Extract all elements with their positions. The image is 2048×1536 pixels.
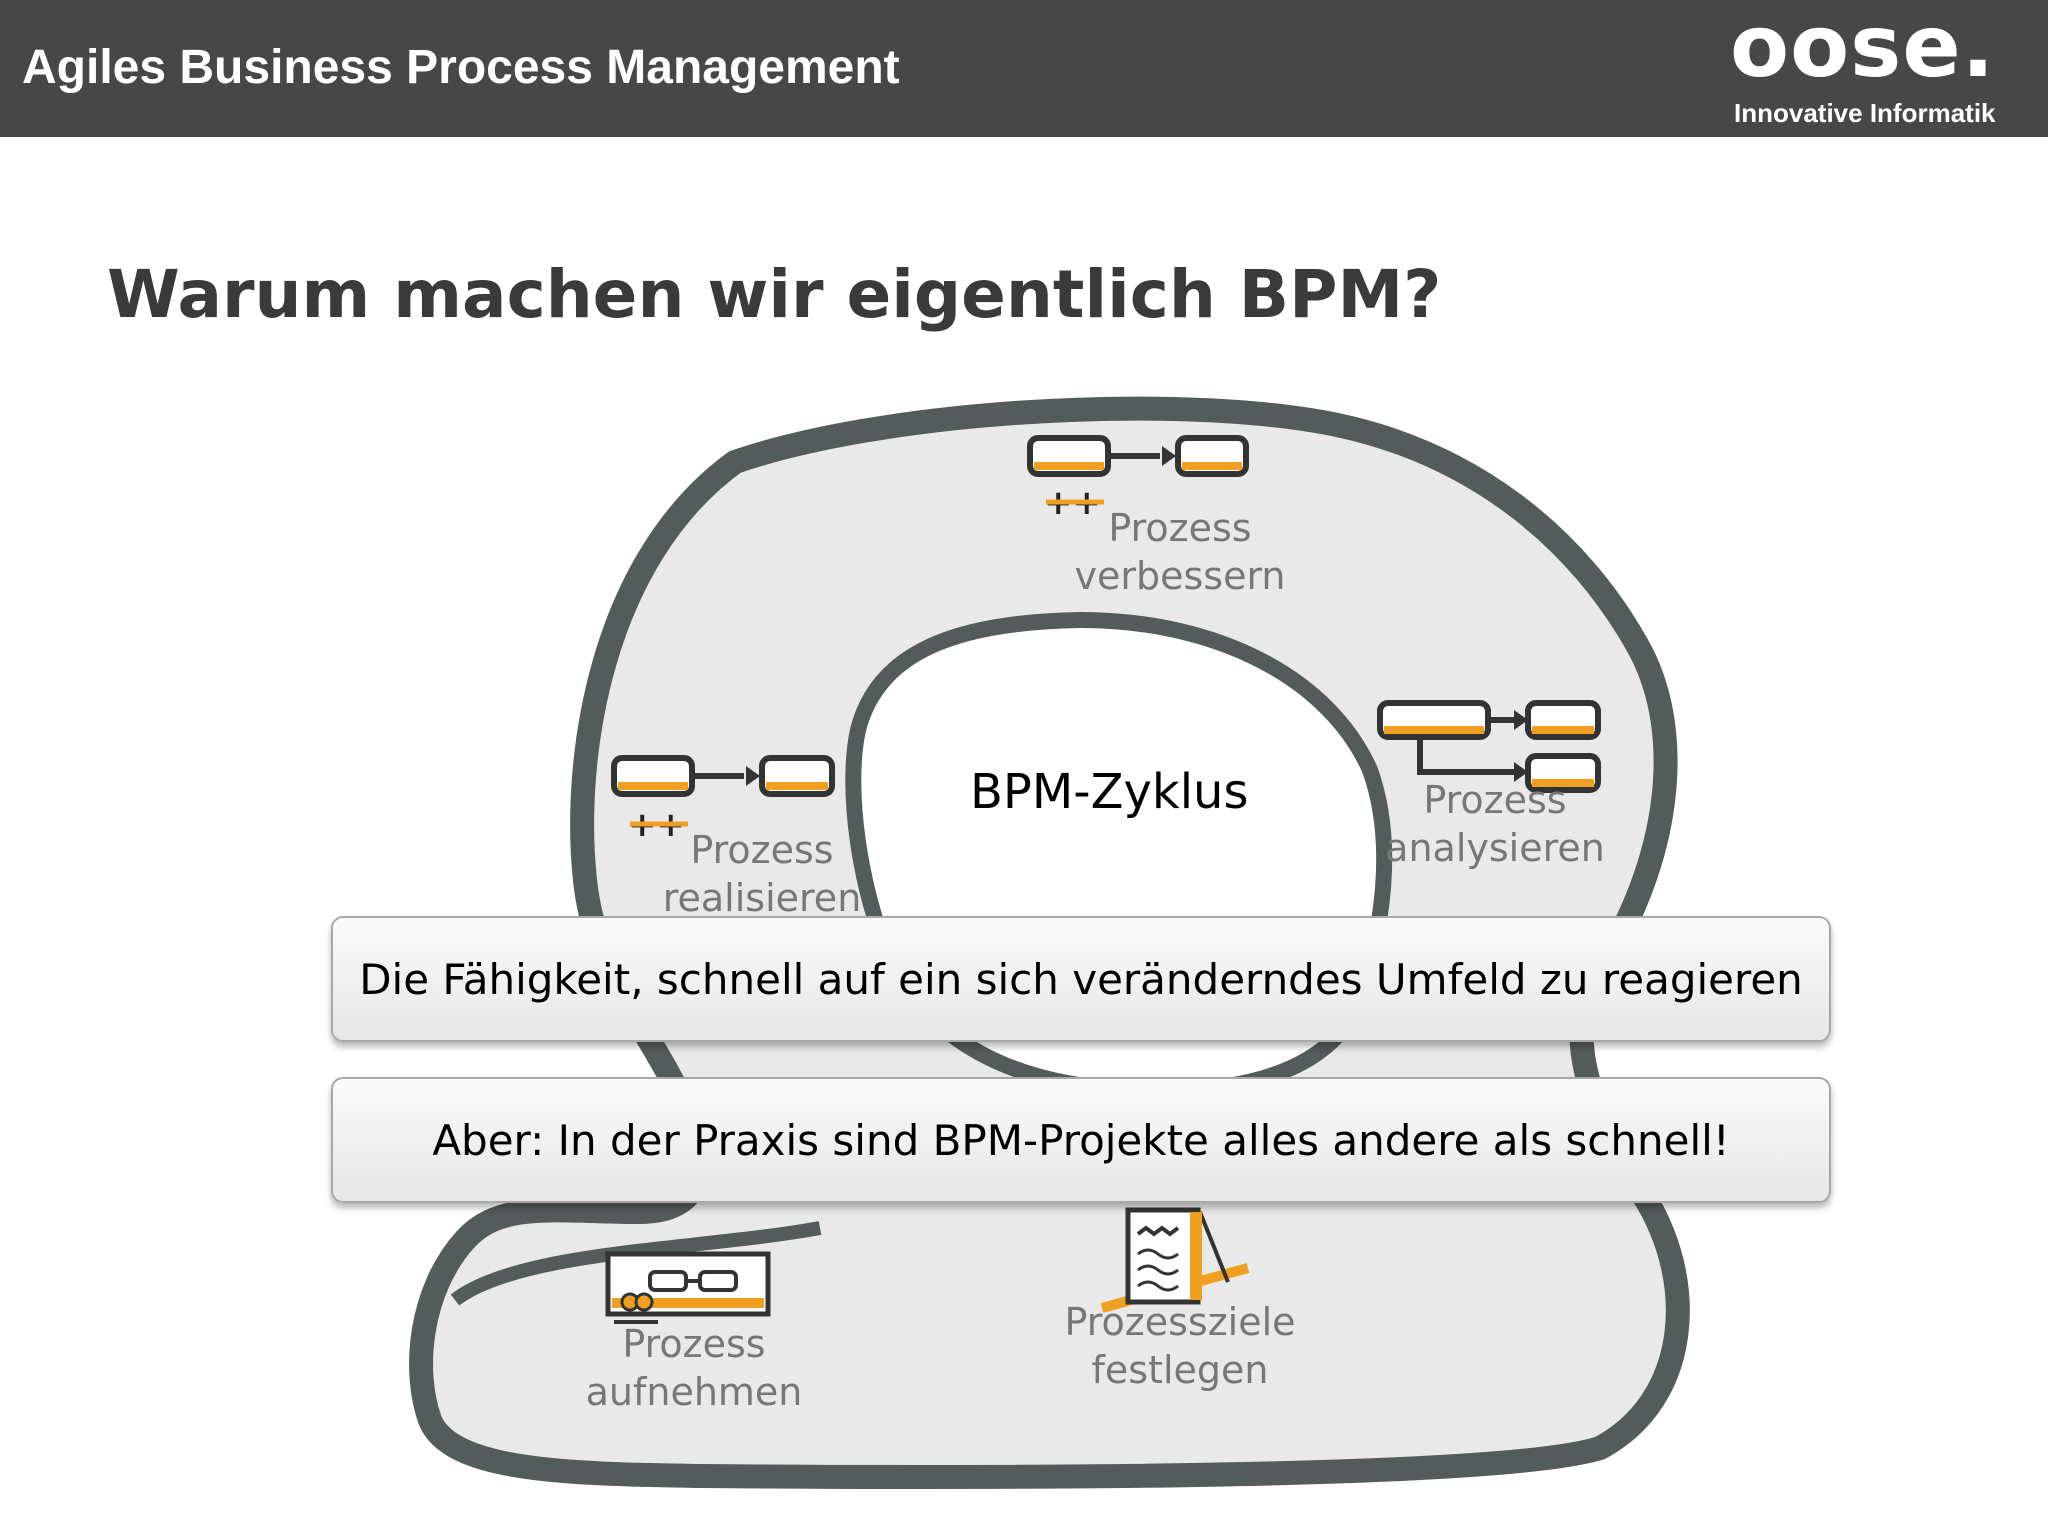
logo-wordmark: oose. bbox=[1730, 0, 1996, 97]
document-easel-icon bbox=[1100, 1207, 1250, 1313]
slide-title: Warum machen wir eigentlich BPM? bbox=[107, 256, 1442, 333]
process-improve-icon: ++ bbox=[1027, 435, 1249, 523]
oose-logo: oose. Innovative Informatik bbox=[1730, 4, 2030, 130]
header-bar: Agiles Business Process Management oose.… bbox=[0, 0, 2048, 137]
stage-label-verbessern: Prozess verbessern bbox=[1074, 506, 1286, 598]
callout-definition: Die Fähigkeit, schnell auf ein sich verä… bbox=[331, 916, 1831, 1042]
callout-reality-check: Aber: In der Praxis sind BPM-Projekte al… bbox=[331, 1077, 1831, 1203]
process-improve-icon: ++ bbox=[611, 755, 835, 845]
stage-label-analysieren: Prozess analysieren bbox=[1385, 778, 1605, 870]
process-branch-icon bbox=[1377, 700, 1601, 793]
stage-label-realisieren: Prozess realisieren bbox=[662, 828, 862, 920]
presentation-title: Agiles Business Process Management bbox=[22, 41, 900, 94]
cycle-center-label: BPM-Zyklus bbox=[970, 764, 1249, 820]
stage-label-aufnehmen: Prozess aufnehmen bbox=[585, 1322, 803, 1414]
stage-label-prozessziele: Prozessziele festlegen bbox=[1064, 1300, 1296, 1392]
logo-tagline: Innovative Informatik bbox=[1734, 98, 1996, 128]
process-board-icon bbox=[605, 1251, 771, 1324]
